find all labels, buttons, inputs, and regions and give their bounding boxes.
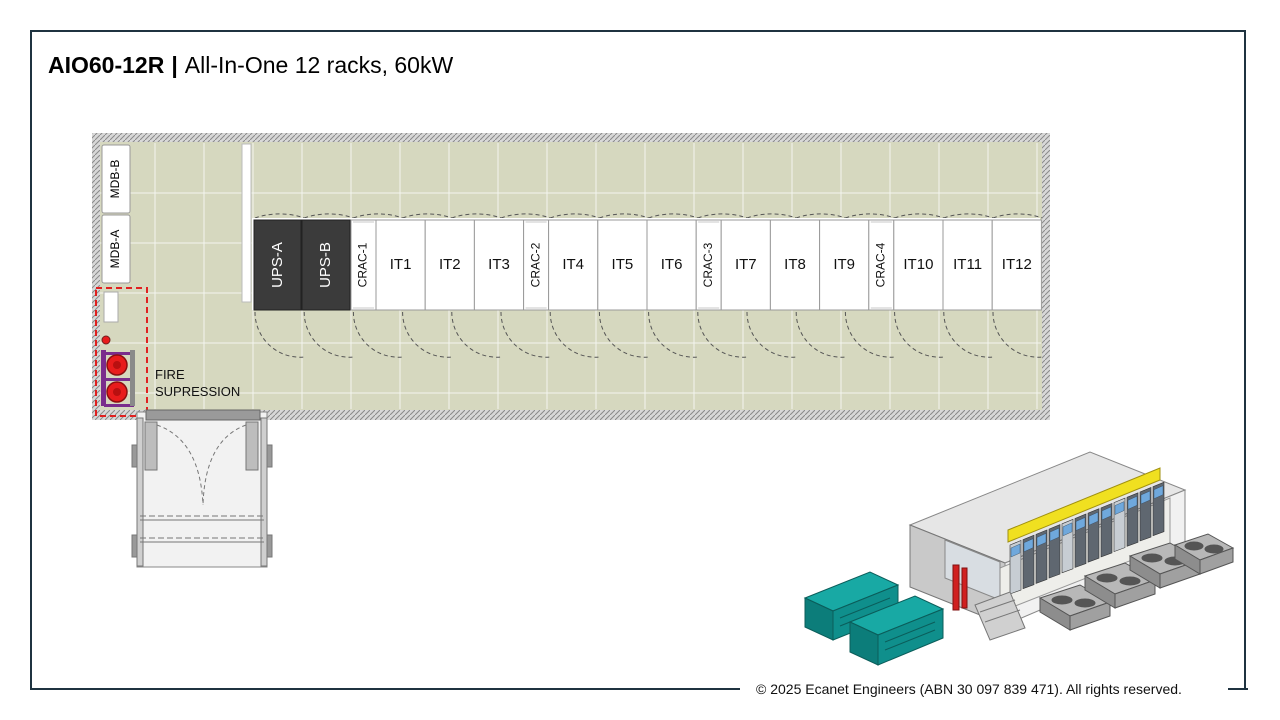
mdb-a: MDB-A [101, 214, 131, 284]
ups-b-label: UPS-B [317, 242, 334, 288]
rack-it3: IT3 [473, 219, 525, 311]
rack-it10: IT10 [893, 219, 944, 311]
ups-a: UPS-A [253, 219, 302, 311]
frame-bottom-line-left [30, 688, 740, 690]
ups-b: UPS-B [301, 219, 351, 311]
fire-label-line1: FIRE [155, 367, 185, 382]
generator-2 [848, 595, 945, 666]
partition-wall [241, 143, 252, 303]
rack-it4: IT4 [548, 219, 599, 311]
rack-label-it11: IT11 [953, 256, 982, 273]
rack-label-crac-2: CRAC-2 [528, 242, 542, 287]
rack-label-it3: IT3 [488, 256, 510, 273]
rack-it8: IT8 [769, 219, 821, 311]
ups-a-label: UPS-A [269, 242, 286, 288]
fire-zone-outline [95, 287, 148, 417]
rack-it2: IT2 [424, 219, 475, 311]
rack-it6: IT6 [646, 219, 697, 311]
rack-it1: IT1 [375, 219, 426, 311]
fire-control-panel [103, 291, 119, 323]
rack-crac-4: CRAC-4 [868, 219, 895, 311]
rack-label-crac-1: CRAC-1 [356, 242, 370, 287]
rack-it5: IT5 [597, 219, 648, 311]
rack-crac-2: CRAC-2 [523, 219, 550, 311]
fire-label-line2: SUPRESSION [155, 384, 240, 399]
rack-it11: IT11 [942, 219, 993, 311]
rack-label-it4: IT4 [562, 256, 584, 273]
rack-row: CRAC-1 IT1 IT2 IT3 CRAC-2 IT4 IT5 IT6 CRAC-3 IT7 I… [350, 219, 1042, 311]
rack-label-it10: IT10 [903, 256, 933, 273]
rack-crac-1: CRAC-1 [350, 219, 377, 311]
rack-it12: IT12 [991, 219, 1042, 311]
rack-label-it8: IT8 [784, 256, 806, 273]
rack-label-crac-4: CRAC-4 [873, 242, 887, 287]
copyright-footer: © 2025 Ecanet Engineers (ABN 30 097 839 … [756, 681, 1182, 697]
slide-frame [30, 30, 1246, 689]
generator-1 [803, 571, 900, 641]
rack-label-it1: IT1 [390, 256, 412, 273]
mdb-b: MDB-B [101, 144, 131, 214]
rack-crac-3: CRAC-3 [695, 219, 722, 311]
fire-suppression-zone: FIRE SUPRESSION [95, 287, 240, 417]
rack-label-it9: IT9 [833, 256, 855, 273]
fire-manifold [101, 350, 106, 406]
model-description: All-In-One 12 racks, 60kW [184, 52, 454, 78]
rack-label-it12: IT12 [1002, 256, 1032, 273]
rack-label-it7: IT7 [735, 256, 757, 273]
mdb-b-label: MDB-B [108, 160, 122, 199]
entry-stairs [131, 409, 273, 568]
rack-it9: IT9 [819, 219, 870, 311]
model-code: AIO60-12R [48, 52, 165, 78]
rack-it7: IT7 [720, 219, 771, 311]
rack-label-it2: IT2 [439, 256, 461, 273]
rack-label-crac-3: CRAC-3 [701, 242, 715, 287]
mdb-a-label: MDB-A [108, 230, 122, 269]
title-separator: | [171, 52, 178, 78]
fire-valve [101, 335, 111, 345]
rack-label-it6: IT6 [661, 256, 683, 273]
rack-label-it5: IT5 [612, 256, 634, 273]
condenser-4 [1173, 533, 1235, 575]
condenser-units [1038, 533, 1235, 631]
isometric-illustration [803, 451, 1235, 666]
rack-door-swings [254, 213, 1043, 358]
container-3d [908, 451, 1187, 641]
frame-bottom-line-right [1228, 688, 1248, 690]
page-title: AIO60-12R|All-In-One 12 racks, 60kW [48, 52, 453, 79]
